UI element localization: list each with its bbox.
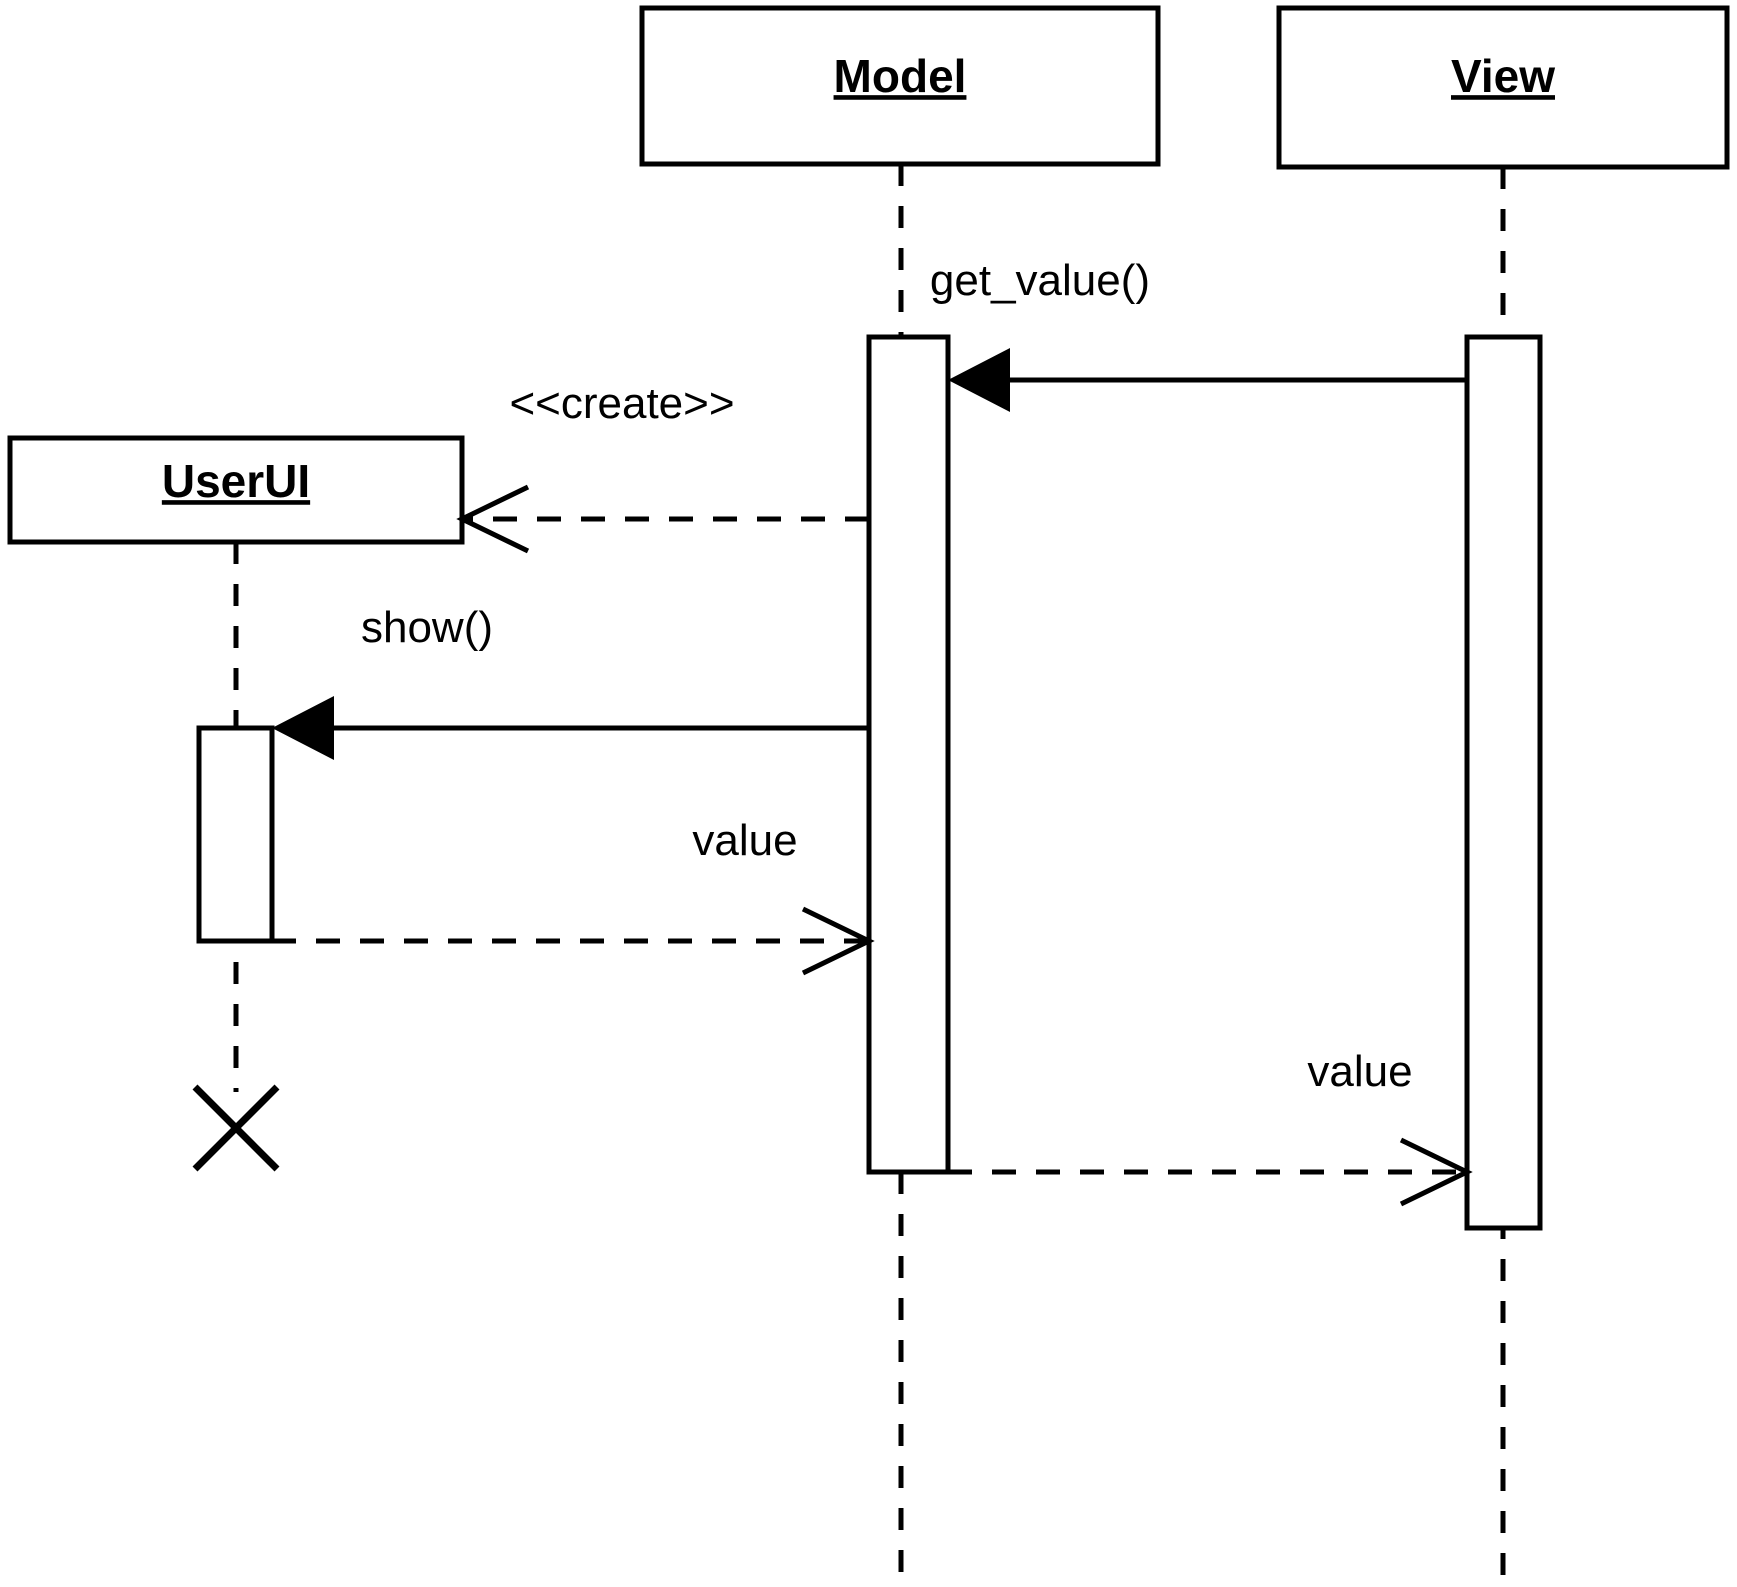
arrowhead-filled-show: [272, 696, 334, 760]
participant-box-view[interactable]: [1276, 5, 1730, 170]
message-label-get-value: get_value(): [930, 256, 1150, 305]
message-value-userui-model[interactable]: value: [272, 816, 875, 976]
message-value-model-view[interactable]: value: [948, 1047, 1473, 1207]
participant-model[interactable]: Model: [639, 5, 1161, 167]
message-label-value-userui-model: value: [692, 816, 797, 865]
message-label-value-model-view: value: [1307, 1047, 1412, 1096]
arrowhead-open-create: [456, 484, 530, 554]
participant-label-model: Model: [834, 50, 967, 102]
arrowhead-open-value-model-view: [1399, 1137, 1473, 1207]
participant-userui[interactable]: UserUI: [7, 435, 465, 545]
activation-bar-model[interactable]: [866, 334, 951, 1175]
activation-bar-view[interactable]: [1464, 334, 1543, 1231]
arrowhead-open-value-userui-model: [801, 906, 875, 976]
activation-bars-group: [196, 334, 1543, 1231]
arrowhead-filled-get-value: [948, 348, 1010, 412]
participant-box-model[interactable]: [639, 5, 1161, 167]
participant-view[interactable]: View: [1276, 5, 1730, 170]
message-label-show: show(): [361, 603, 493, 652]
message-label-create: <<create>>: [509, 379, 734, 428]
participant-label-view: View: [1451, 50, 1555, 102]
destroy-x-stroke-2: [192, 1084, 280, 1172]
message-get-value[interactable]: get_value(): [930, 256, 1467, 412]
participant-label-userui: UserUI: [162, 455, 310, 507]
activation-bar-userui[interactable]: [196, 725, 275, 944]
participant-box-userui[interactable]: [7, 435, 465, 545]
lifelines-group: [233, 164, 1506, 1587]
destruction-marker-userui: [192, 1084, 280, 1172]
message-show[interactable]: show(): [272, 603, 869, 760]
message-create[interactable]: <<create>>: [456, 379, 869, 554]
